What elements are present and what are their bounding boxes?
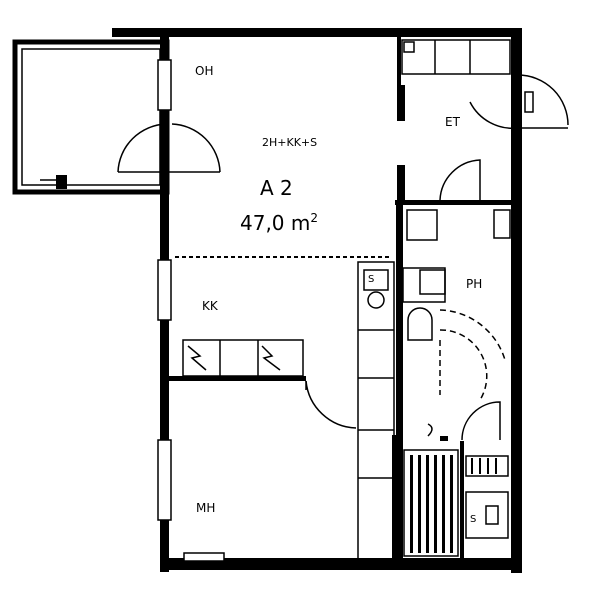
windows (157, 59, 225, 562)
kitchen-counter (182, 339, 304, 377)
closet-label: S (368, 274, 374, 285)
bedroom-wall (169, 376, 357, 429)
apartment-area-label: 47,0 m2 (240, 211, 318, 235)
wardrobe (401, 39, 511, 75)
area-unit-superscript: 2 (310, 211, 318, 225)
apartment-type-label: 2H+KK+S (262, 136, 317, 149)
room-label-living: OH (195, 64, 213, 78)
bathroom-fixtures (402, 209, 511, 441)
room-label-bathroom: PH (466, 277, 482, 291)
apartment-id-label: A 2 (260, 176, 293, 200)
room-label-kitchen: KK (202, 299, 219, 313)
closets (357, 261, 395, 563)
sauna-bench (403, 449, 509, 557)
room-label-entrance: ET (445, 115, 461, 129)
area-value: 47,0 m (240, 211, 310, 235)
room-label-sauna: S (470, 514, 476, 525)
front-door (469, 74, 569, 130)
closet-door (439, 159, 481, 201)
balcony-door (117, 123, 221, 173)
room-label-bedroom: MH (196, 501, 215, 515)
exterior-walls (112, 28, 522, 573)
balcony (12, 39, 170, 195)
